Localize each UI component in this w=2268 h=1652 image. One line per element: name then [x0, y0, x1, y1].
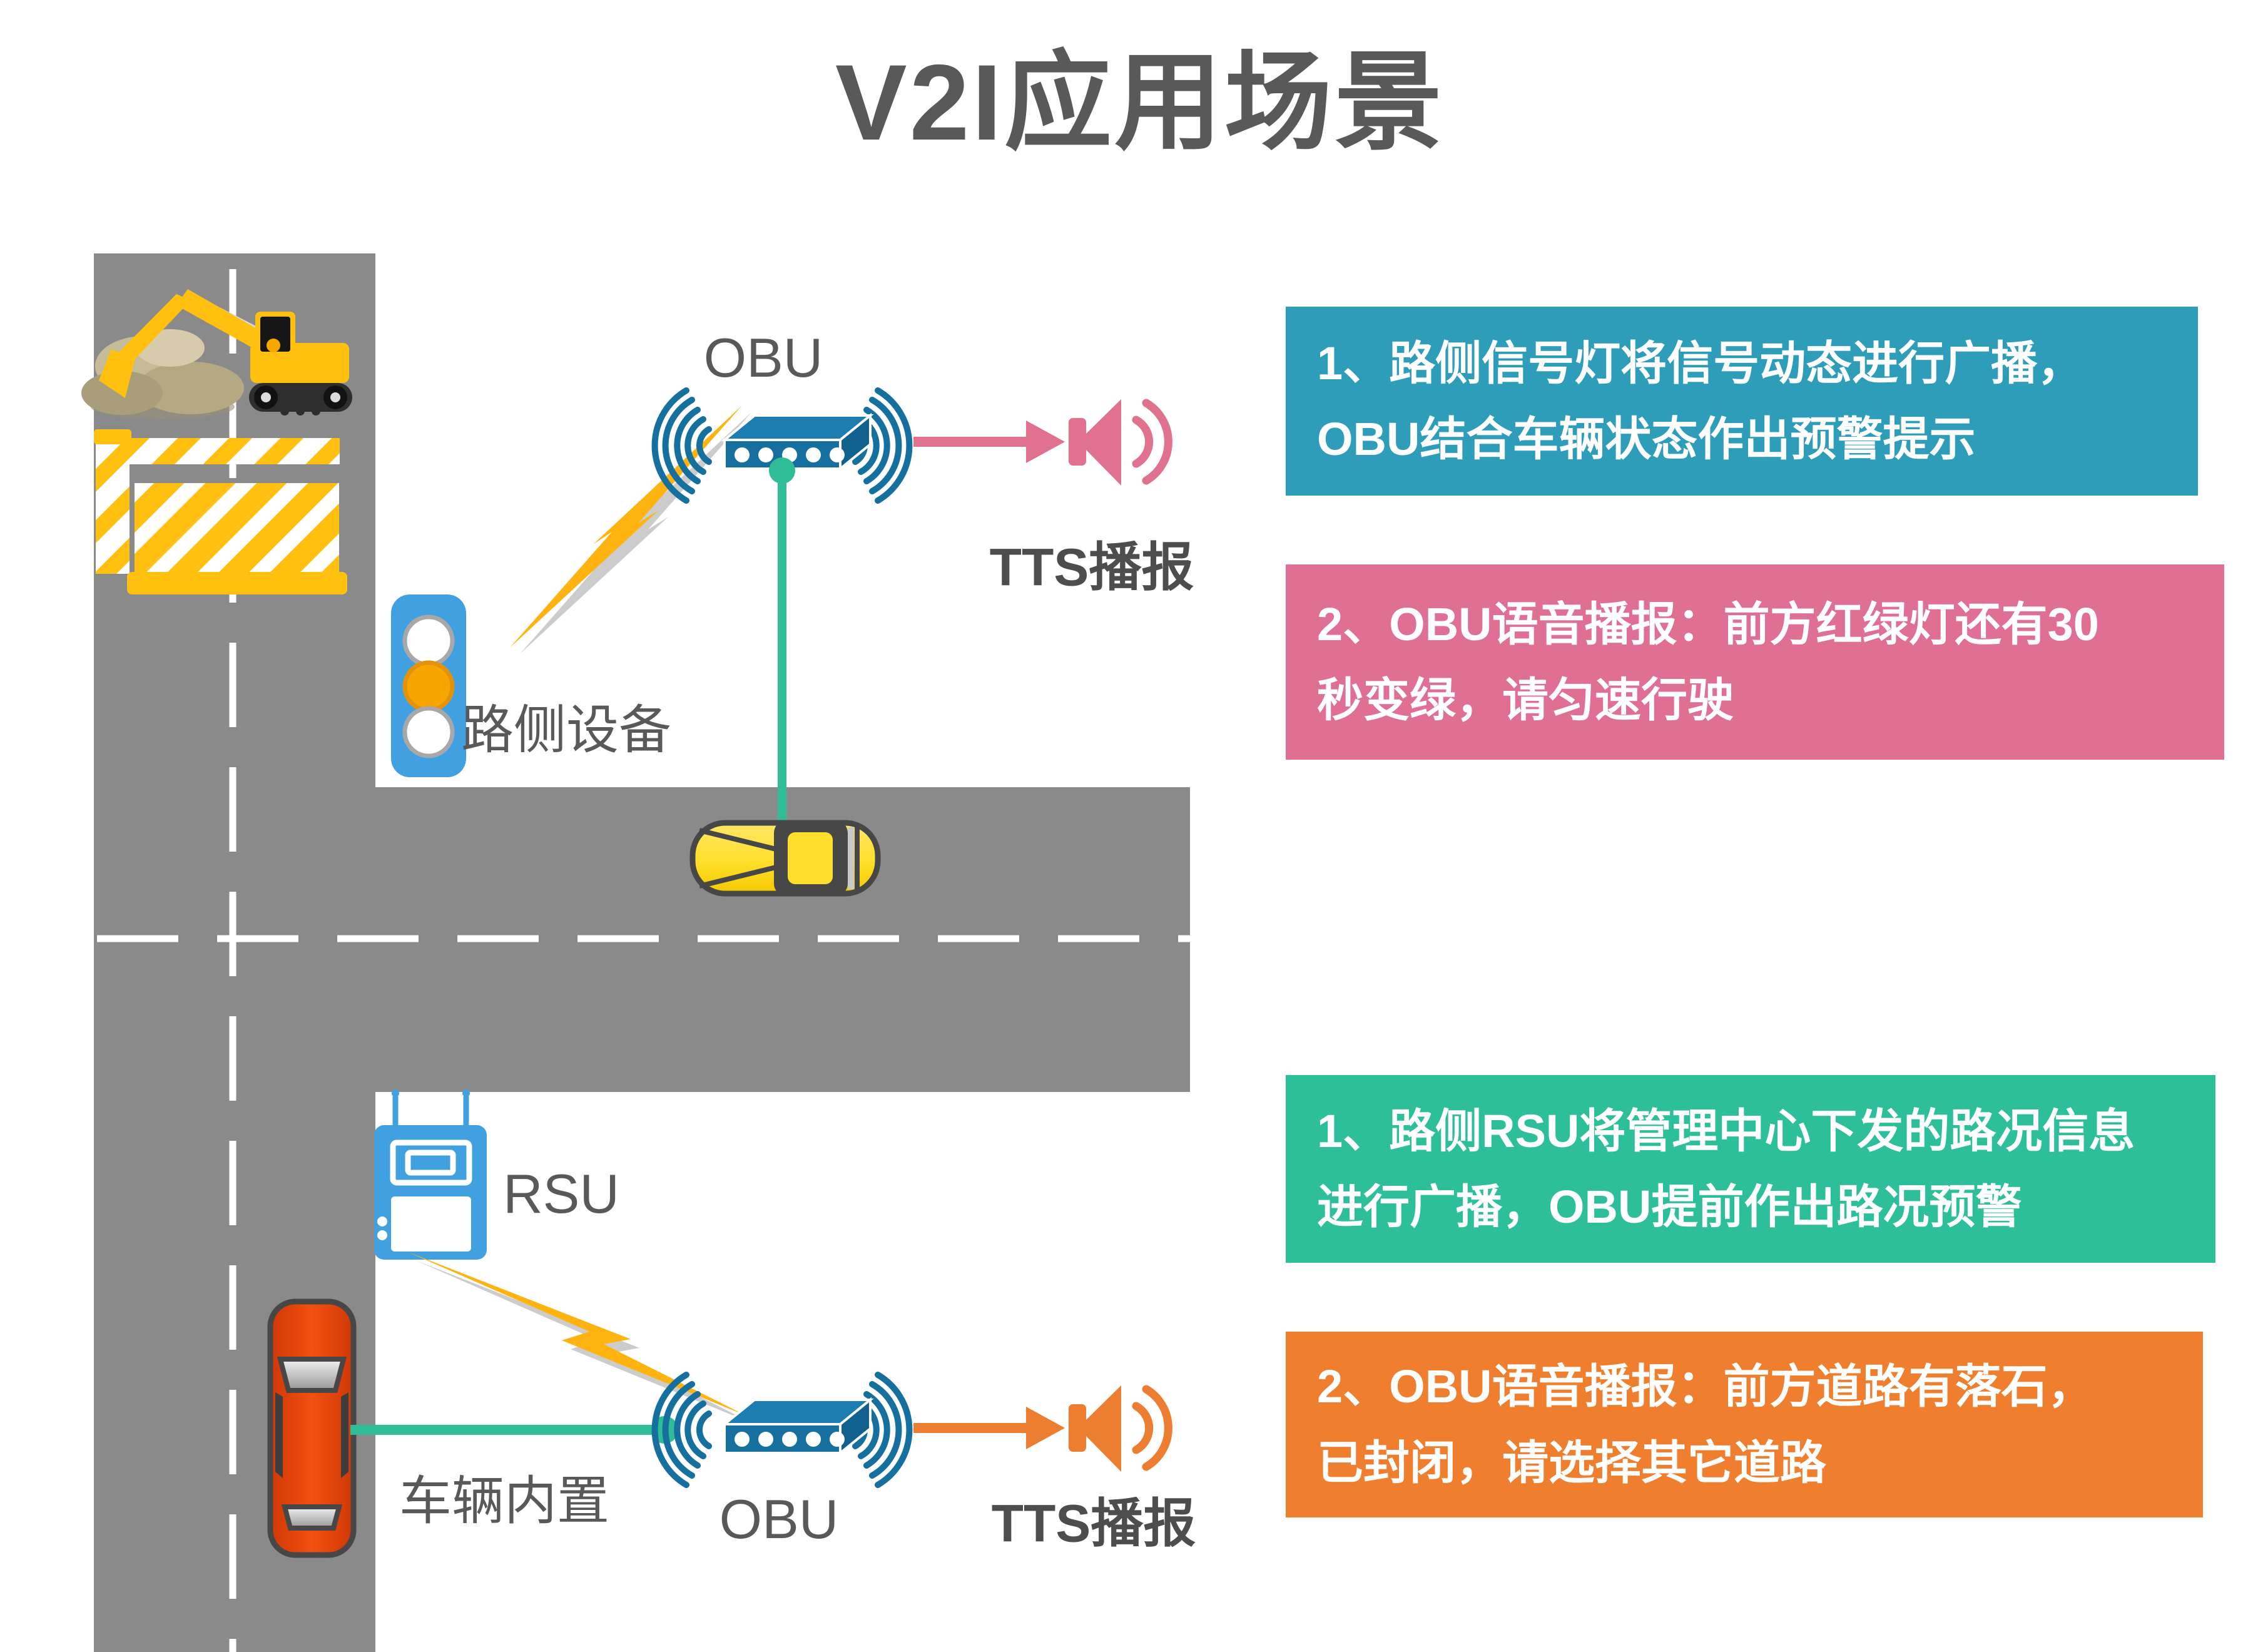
scenario-text-line: 已封闭，请选择其它道路 [1317, 1436, 1826, 1489]
scenario-box-obu-voice-top: 2、OBU语音播报：前方红绿灯还有30 秒变绿，请匀速行驶 [1286, 564, 2224, 760]
obu-top-label: OBU [703, 327, 823, 389]
scenario-text-line: 2、OBU语音播报：前方红绿灯还有30 [1317, 598, 2099, 650]
tts-top-label: TTS播报 [989, 538, 1194, 597]
tts-bottom-label: TTS播报 [991, 1494, 1196, 1553]
tts-arrow-bottom [913, 1385, 1168, 1472]
page-title: V2I应用场景 [835, 43, 1445, 163]
scenario-text-line: 秒变绿，请匀速行驶 [1317, 674, 1734, 726]
construction-zone [81, 289, 352, 594]
truck-top-icon [267, 1298, 357, 1558]
scenario-text-line: 进行广播，OBU提前作出路况预警 [1317, 1181, 2022, 1233]
car-top-icon [689, 820, 881, 897]
rsu-label: RSU [503, 1163, 619, 1225]
lightning-bolt-icon [510, 405, 752, 654]
roadside-device-label: 路侧设备 [460, 700, 672, 760]
scenario-text-line: 2、OBU语音播报：前方道路有落石， [1317, 1360, 2094, 1413]
scenario-text-line: OBU结合车辆状态作出预警提示 [1317, 413, 1976, 465]
lightning-bolt-icon [407, 1252, 755, 1424]
scenario-text-line: 1、路侧信号灯将信号动态进行广播， [1317, 337, 2084, 389]
barrier-fence-icon [94, 429, 347, 594]
rsu-device-icon [374, 1089, 487, 1260]
scenario-text-line: 1、路侧RSU将管理中心下发的路况信息 [1317, 1104, 2135, 1157]
vehicle-builtin-label: 车辆内置 [399, 1471, 610, 1531]
tts-arrow-top [913, 399, 1168, 486]
scenario-box-signal-broadcast: 1、路侧信号灯将信号动态进行广播， OBU结合车辆状态作出预警提示 [1286, 307, 2198, 496]
link-node-dot [769, 457, 795, 484]
traffic-light-icon [391, 594, 466, 777]
excavator-icon [99, 289, 352, 416]
scenario-box-rsu-broadcast: 1、路侧RSU将管理中心下发的路况信息 进行广播，OBU提前作出路况预警 [1286, 1075, 2215, 1263]
obu-bottom-label: OBU [719, 1488, 839, 1550]
scenario-box-obu-voice-bottom: 2、OBU语音播报：前方道路有落石， 已封闭，请选择其它道路 [1286, 1332, 2203, 1517]
